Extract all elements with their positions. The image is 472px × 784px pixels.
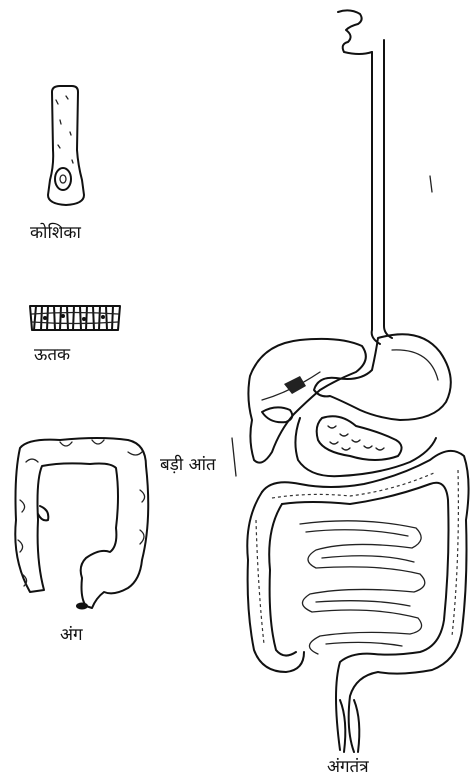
organ-label: अंग: [60, 622, 83, 645]
cell-nucleus: [55, 168, 71, 190]
gallbladder: [262, 407, 292, 422]
tissue-illustration: [30, 306, 120, 330]
organ-illustration: [15, 438, 148, 610]
pancreas: [317, 416, 402, 460]
cell-label: कोशिका: [30, 220, 81, 243]
organ-system-label: अंगतंत्र: [327, 754, 369, 777]
organ-system-illustration: [247, 10, 468, 752]
label-pointer-line: [232, 438, 236, 476]
rectum-end: [76, 603, 88, 610]
stray-mark: [430, 176, 432, 192]
large-intestine-label: बड़ी आंत: [160, 452, 216, 475]
tissue-label: ऊतक: [34, 342, 70, 365]
cell-illustration: [48, 86, 84, 205]
